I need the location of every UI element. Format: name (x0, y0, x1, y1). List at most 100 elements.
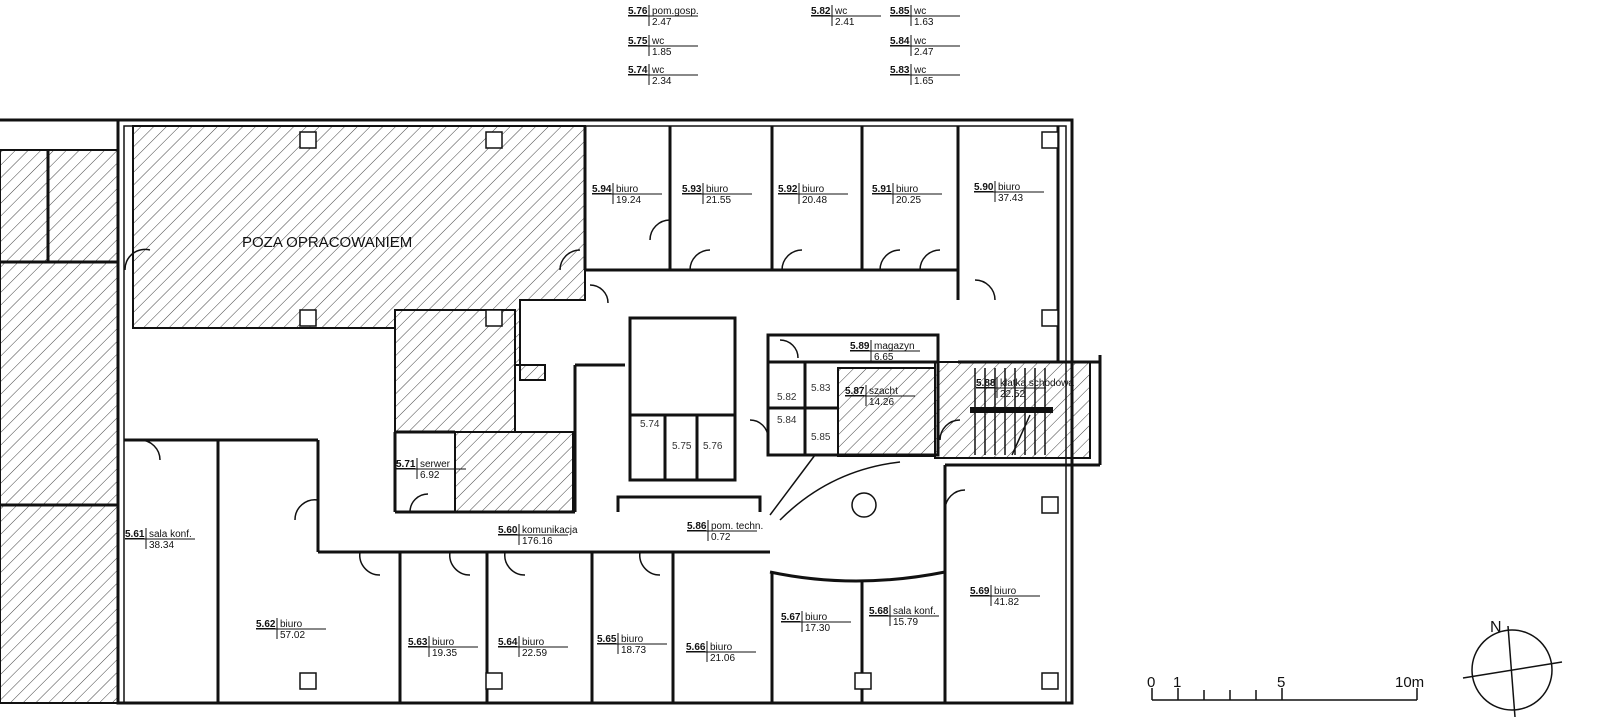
scale-label-10m: 10m (1395, 674, 1424, 691)
columns (299, 131, 1059, 690)
room-number: 5.60 (498, 525, 518, 536)
room-number: 5.89 (850, 341, 870, 352)
room-name: magazyn (874, 341, 915, 352)
room-number: 5.85 (890, 6, 910, 17)
room-area: 20.25 (896, 195, 921, 206)
room-number: 5.66 (686, 642, 706, 653)
out-of-scope-label: POZA OPRACOWANIEM (242, 234, 412, 251)
stairs (970, 368, 1053, 456)
room-area: 176.16 (522, 536, 553, 547)
room-number: 5.88 (976, 378, 996, 389)
room-area: 17.30 (805, 623, 830, 634)
room-area: 57.02 (280, 630, 305, 641)
legend-room-label: 5.76 pom.gosp.2.47 (628, 5, 699, 28)
room-name: biuro (706, 184, 729, 195)
small-room-number: 5.74 (640, 419, 660, 430)
room-name: biuro (802, 184, 825, 195)
room-name: biuro (805, 612, 828, 623)
hatched-areas (0, 125, 1091, 704)
room-number: 5.71 (396, 459, 416, 470)
room-number: 5.86 (687, 521, 707, 532)
room-name: sala konf. (149, 529, 192, 540)
out-of-scope-area (132, 125, 586, 381)
small-room-number: 5.84 (777, 415, 797, 426)
room-number: 5.65 (597, 634, 617, 645)
doors (124, 219, 996, 576)
room-number: 5.91 (872, 184, 892, 195)
room-area: 2.34 (652, 76, 672, 87)
room-area: 2.47 (652, 17, 672, 28)
room-area: 1.63 (914, 17, 934, 28)
room-name: pom.gosp. (652, 6, 699, 17)
room-area: 21.55 (706, 195, 731, 206)
room-area: 19.35 (432, 648, 457, 659)
room-name: biuro (998, 182, 1021, 193)
scale-label-5: 5 (1277, 674, 1285, 691)
room-area: 41.82 (994, 597, 1019, 608)
room-number: 5.76 (628, 6, 648, 17)
room-name: biuro (710, 642, 733, 653)
room-name: szacht (869, 386, 898, 397)
room-name: sala konf. (893, 606, 936, 617)
shaft-5-87 (837, 367, 936, 457)
room-area: 1.85 (652, 47, 672, 58)
small-room-number: 5.83 (811, 383, 831, 394)
room-name: pom. techn. (711, 521, 763, 532)
room-area: 15.79 (893, 617, 918, 628)
small-room-number: 5.76 (703, 441, 723, 452)
room-name: klatka schodowa (1000, 378, 1074, 389)
room-name: wc (834, 6, 847, 17)
room-area: 20.48 (802, 195, 827, 206)
room-area: 38.34 (149, 540, 174, 551)
room-name: wc (913, 36, 926, 47)
room-name: biuro (994, 586, 1017, 597)
hatched-block (394, 309, 516, 433)
room-area: 37.43 (998, 193, 1023, 204)
room-area: 14.26 (869, 397, 894, 408)
room-number: 5.62 (256, 619, 276, 630)
room-area: 1.65 (914, 76, 934, 87)
room-area: 6.65 (874, 352, 894, 363)
room-number: 5.69 (970, 586, 990, 597)
room-name: wc (651, 36, 664, 47)
scale-label-1: 1 (1173, 674, 1181, 691)
room-number: 5.63 (408, 637, 428, 648)
scale-bar: 0 1 5 10m (1147, 674, 1424, 701)
room-area: 6.92 (420, 470, 440, 481)
room-number: 5.94 (592, 184, 612, 195)
room-name: biuro (432, 637, 455, 648)
room-number: 5.67 (781, 612, 801, 623)
room-number: 5.93 (682, 184, 702, 195)
room-area: 22.59 (522, 648, 547, 659)
adjacent-building (0, 149, 119, 704)
room-name: biuro (280, 619, 303, 630)
small-room-number: 5.85 (811, 432, 831, 443)
room-area: 2.41 (835, 17, 855, 28)
room-number: 5.87 (845, 386, 865, 397)
room-name: komunikacja (522, 525, 578, 536)
room-name: biuro (896, 184, 919, 195)
room-area: 19.24 (616, 195, 641, 206)
room-name: wc (651, 65, 664, 76)
north-arrow-icon: N (1462, 619, 1563, 717)
